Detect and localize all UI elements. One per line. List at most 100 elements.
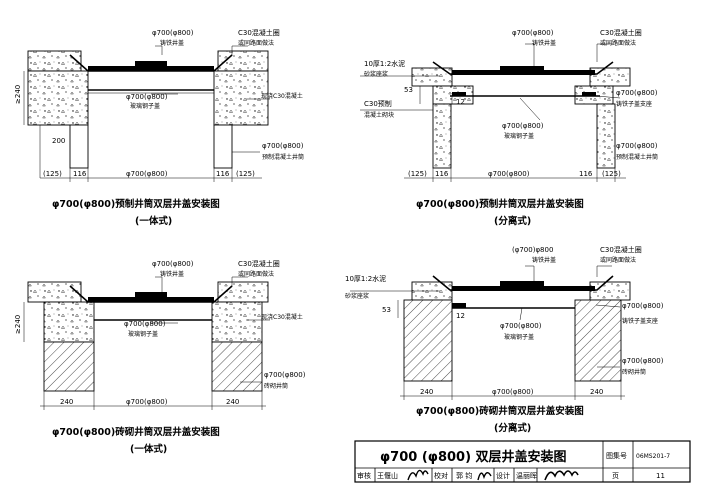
label-shaft: φ700(φ800) <box>264 371 306 379</box>
label-shaft-2: 砖砌井筒 <box>622 368 646 376</box>
support-left <box>452 303 466 308</box>
label-block-2: 混凝土砌块 <box>364 111 394 119</box>
label-glass: φ700(φ800) <box>124 320 166 328</box>
sheet-title: φ700 (φ800) 双层井盖安装图 <box>380 449 567 465</box>
shaft-wall-left <box>69 124 89 169</box>
label-cover-type: 铸铁井盖 <box>532 39 556 47</box>
road-slab-right <box>589 281 631 301</box>
checker-signature <box>477 472 492 481</box>
atlas-number: 06MS201-7 <box>636 453 670 460</box>
dim-53: 53 <box>382 306 391 314</box>
label-mortar-2: 砂浆座浆 <box>345 292 369 300</box>
cast-ring-left <box>27 70 89 126</box>
cover-boss <box>500 281 544 286</box>
brick-shaft-right <box>574 299 622 382</box>
road-slab-right <box>589 67 631 87</box>
dim-mid: φ700(φ800) <box>126 170 168 178</box>
road-slab-left <box>27 50 82 72</box>
page-label: 页 <box>612 472 619 480</box>
subcaption-bottom-left: (一体式) <box>130 443 167 455</box>
leader-road <box>231 45 248 56</box>
label-glass-2: 玻璃钢子盖 <box>128 330 158 338</box>
dim-right-125: (125) <box>236 170 255 178</box>
caption-bottom-right: φ700(φ800)砖砌井筒双层井盖安装图 <box>416 405 584 417</box>
leader-cover <box>525 265 535 281</box>
label-support-2: 铸铁子盖支座 <box>622 317 658 325</box>
cast-iron-cover <box>88 66 214 71</box>
cover-boss <box>135 292 167 297</box>
label-mortar: 10厚1:2水泥 <box>345 274 386 283</box>
dim-right-125: (125) <box>602 170 621 178</box>
review-label: 审核 <box>357 471 371 480</box>
designer-name: 温丽晖 <box>516 471 537 480</box>
road-slab-left <box>27 281 82 303</box>
label-mortar-2: 砂浆座浆 <box>364 70 388 78</box>
road-slab-left <box>411 67 453 87</box>
label-glass: φ700(φ800) <box>500 322 542 330</box>
title-block: φ700 (φ800) 双层井盖安装图 图集号 06MS201-7 审核 王偃山… <box>354 440 691 483</box>
subcaption-top-left: (一体式) <box>135 215 172 227</box>
panel-bottom-left: φ700(φ800) 铸铁井盖 C30混凝土圈 或同路面做法 现浇C30混凝土 … <box>14 259 306 455</box>
cast-ring-right <box>213 70 269 126</box>
label-road-2: 或同路面做法 <box>238 39 274 47</box>
caption-top-right: φ700(φ800)预制井筒双层井盖安装图 <box>416 198 584 210</box>
label-support: φ700(φ800) <box>616 89 658 97</box>
dim-left: 240 <box>420 388 433 396</box>
label-glass: φ700(φ800) <box>126 93 168 101</box>
dim-mid: φ700(φ800) <box>126 398 168 406</box>
subcaption-bottom-right: (分离式) <box>494 422 531 434</box>
checker-name: 郭 钧 <box>456 471 472 480</box>
label-block: C30预制 <box>364 99 392 108</box>
label-mortar: 10厚1:2水泥 <box>364 59 405 68</box>
subcaption-top-right: (分离式) <box>494 215 531 227</box>
dim-200: 200 <box>52 137 65 145</box>
label-cast: 现浇C30混凝土 <box>261 313 303 321</box>
brick-shaft-left <box>403 299 453 382</box>
dim-left-125: (125) <box>408 170 427 178</box>
leader-glass <box>519 307 523 321</box>
panel-top-right: φ700(φ800) 铸铁井盖 C30混凝土圈 或同路面做法 10厚1:2水泥 … <box>360 28 658 227</box>
label-shaft-2: 砖砌井筒 <box>264 382 288 390</box>
page-number: 11 <box>656 472 665 480</box>
caption-bottom-left: φ700(φ800)砖砌井筒双层井盖安装图 <box>52 426 220 438</box>
dim-right: 240 <box>590 388 603 396</box>
label-cover-type: 铸铁井盖 <box>160 39 184 47</box>
dim-left-116: 116 <box>73 170 87 178</box>
label-road-2: 或同路面做法 <box>238 270 274 278</box>
dim-12: 12 <box>456 312 465 320</box>
dim-12: 12 <box>456 98 465 106</box>
support-left <box>452 92 466 96</box>
dim-height: ≥240 <box>14 315 22 334</box>
label-shaft-2: 预制混凝土井筒 <box>616 153 658 161</box>
cast-iron-cover <box>88 297 214 302</box>
label-cover-type: 铸铁井盖 <box>532 256 556 264</box>
cast-iron-cover <box>452 70 595 75</box>
brick-shaft-right <box>211 341 263 392</box>
label-cast: 现浇C30混凝土 <box>261 92 303 100</box>
label-road-2: 或同路面做法 <box>600 256 636 264</box>
leader-cover <box>155 45 163 55</box>
design-label: 设计 <box>496 471 510 480</box>
label-shaft: φ700(φ800) <box>262 142 304 150</box>
cast-ring-left <box>43 301 95 343</box>
label-support: φ700(φ800) <box>622 302 664 310</box>
label-road: C30混凝土圈 <box>600 245 642 254</box>
support-right <box>582 92 596 96</box>
shaft-wall-right <box>213 124 233 169</box>
label-road-2: 或同路面做法 <box>600 39 636 47</box>
label-road: C30混凝土圈 <box>600 28 642 37</box>
dim-left-116: 116 <box>435 170 449 178</box>
atlas-label: 图集号 <box>606 451 627 460</box>
cast-ring-right <box>211 301 263 343</box>
dim-53: 53 <box>404 86 413 94</box>
check-label: 校对 <box>434 471 448 480</box>
leader-support <box>595 95 621 99</box>
label-road: C30混凝土圈 <box>238 28 280 37</box>
label-shaft: φ700(φ800) <box>616 142 658 150</box>
dim-mid: φ700(φ800) <box>492 388 534 396</box>
label-cover: φ700(φ800) <box>512 29 554 37</box>
dim-height: ≥240 <box>14 85 22 104</box>
leader-support <box>595 304 621 308</box>
